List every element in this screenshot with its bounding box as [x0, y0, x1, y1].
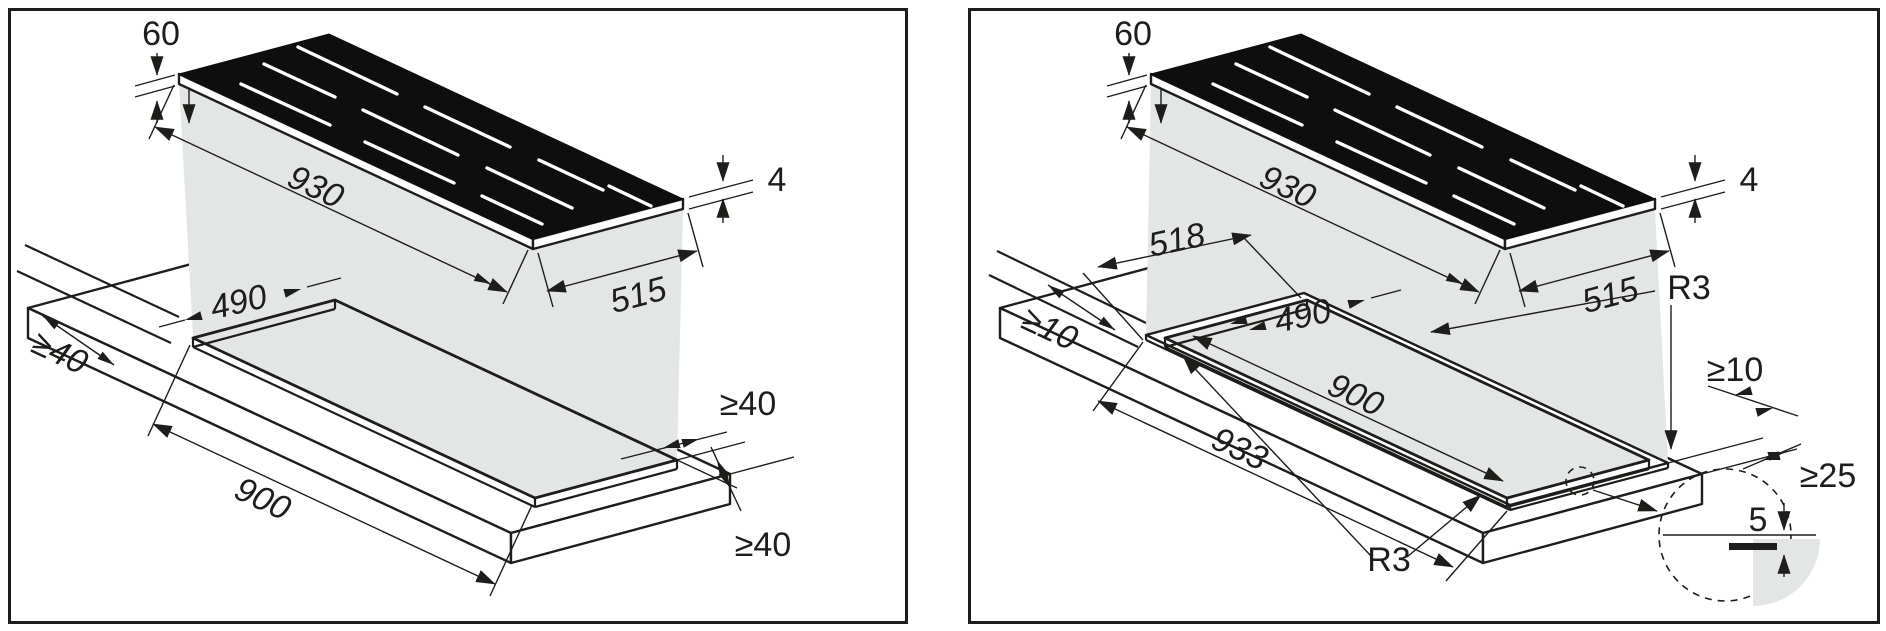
- panel-flush-mount: 60 930 515: [968, 8, 1880, 624]
- dim-clearance-front: ≥25: [1742, 443, 1856, 495]
- panel-surface-mount: 60 930 515: [8, 8, 908, 624]
- detail-recess-step: 5: [1565, 466, 1820, 606]
- dimensions: 60 930 515: [1016, 15, 1856, 606]
- detail-glass-edge: [1729, 543, 1777, 550]
- clearance-front-label: ≥25: [1800, 457, 1856, 495]
- glass-thickness-label: 4: [768, 161, 787, 199]
- callout-corner-radius-top: R3: [1430, 269, 1711, 450]
- rear-wall-lines: [16, 244, 180, 344]
- hob-height-label: 60: [142, 15, 180, 53]
- dim-hob-height: 60: [1106, 15, 1168, 124]
- dimensions: 60 930 515: [26, 15, 795, 597]
- corner-radius-bottom-label: R3: [1367, 541, 1410, 579]
- callout-corner-radius-bottom: R3: [1182, 355, 1482, 579]
- detail-source-circle: [1565, 466, 1595, 496]
- recess-step-depth-label: 5: [1749, 501, 1768, 539]
- cutout-width-label: 900: [229, 470, 297, 528]
- dim-glass-thickness: 4: [688, 155, 787, 223]
- glass-thickness-label: 4: [1740, 161, 1759, 199]
- dim-recess-width: 933: [1092, 341, 1508, 582]
- clearance-side-label: ≥40: [720, 385, 776, 423]
- worktop-front-right-face: [1481, 472, 1704, 565]
- clearance-side-label: ≥10: [1707, 351, 1763, 389]
- worktop-front-right-face: [509, 472, 732, 565]
- rear-wall-lines: [988, 250, 1147, 348]
- dim-clearance-side: ≥40: [620, 385, 776, 489]
- flush-mount-diagram: 60 930 515: [988, 15, 1856, 606]
- surface-mount-diagram: 60 930 515: [16, 15, 795, 597]
- clearance-front-label: ≥40: [735, 526, 791, 564]
- hob-height-label: 60: [1114, 15, 1152, 53]
- flush-scene: 60 930 515: [988, 15, 1856, 606]
- dim-clearance-side: ≥10: [1667, 351, 1799, 475]
- dim-hob-height: 60: [134, 15, 196, 124]
- dim-glass-thickness: 4: [1660, 155, 1759, 223]
- corner-radius-top-label: R3: [1667, 269, 1710, 307]
- dim-clearance-front: ≥40: [710, 446, 795, 564]
